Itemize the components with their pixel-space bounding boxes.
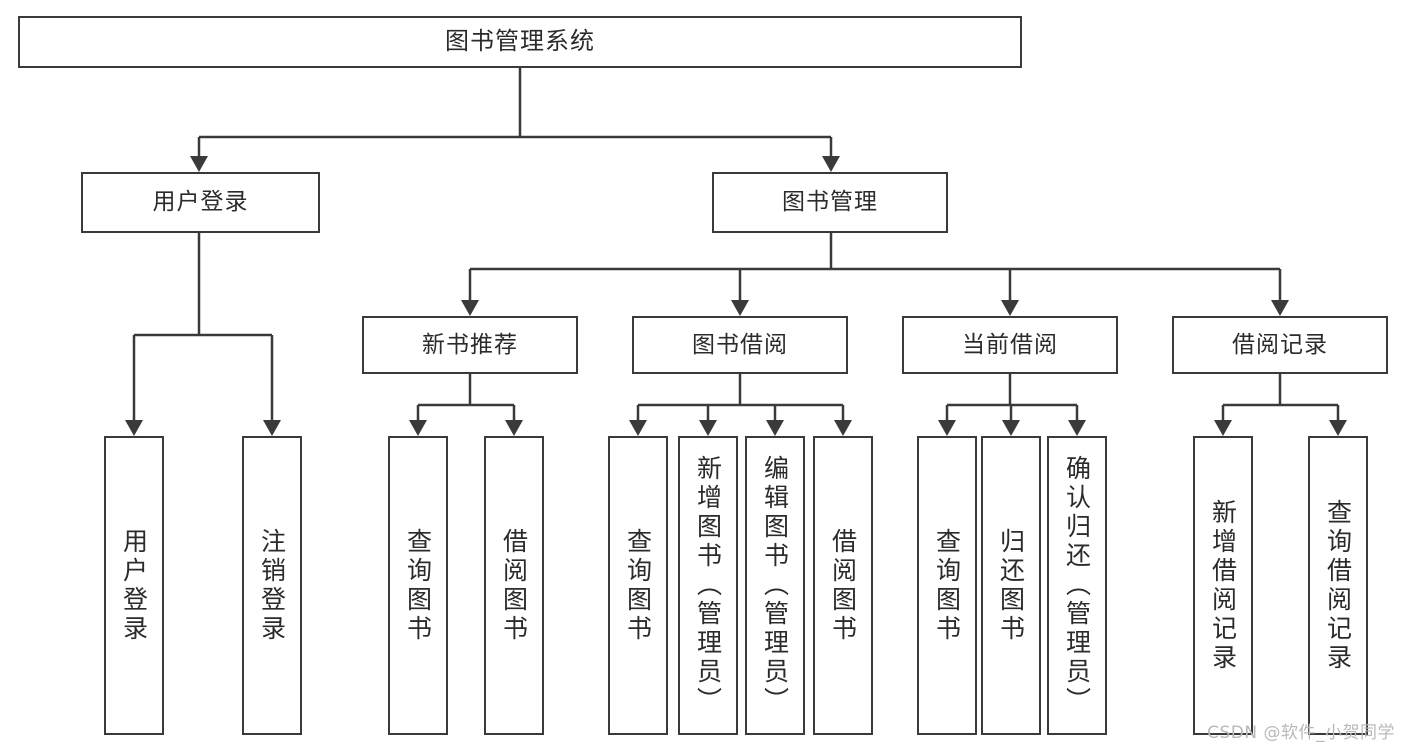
node-leaf-query-book-1-label: 查询图书 [403,527,433,644]
arrowhead-new-book-recommend [461,300,479,316]
arrowhead-current-borrow [1001,300,1019,316]
node-leaf-add-book-label: 新增图书（管理员） [693,455,723,716]
node-leaf-user-login[interactable]: 用户登录 [104,436,164,735]
node-book-borrow-label: 图书借阅 [692,331,788,358]
node-leaf-query-book-1[interactable]: 查询图书 [388,436,448,735]
arrowhead-book-borrow [731,300,749,316]
node-leaf-query-book-3[interactable]: 查询图书 [917,436,977,735]
arrowhead-query-book-2 [629,420,647,436]
node-leaf-add-book[interactable]: 新增图书（管理员） [678,436,738,735]
node-current-borrow[interactable]: 当前借阅 [902,316,1118,374]
arrowhead-borrow-book-2 [834,420,852,436]
node-leaf-confirm-return[interactable]: 确认归还（管理员） [1047,436,1107,735]
node-leaf-borrow-book-2-label: 借阅图书 [828,527,858,644]
arrowhead-query-record [1329,420,1347,436]
arrowhead-borrow-book-1 [505,420,523,436]
node-leaf-confirm-return-label: 确认归还（管理员） [1062,455,1092,716]
node-borrow-record[interactable]: 借阅记录 [1172,316,1388,374]
node-leaf-borrow-book-2[interactable]: 借阅图书 [813,436,873,735]
node-leaf-edit-book[interactable]: 编辑图书（管理员） [745,436,805,735]
arrowhead-borrow-record [1271,300,1289,316]
arrowhead-add-record [1214,420,1232,436]
node-leaf-borrow-book-1[interactable]: 借阅图书 [484,436,544,735]
arrowhead-return-book [1002,420,1020,436]
node-root-label: 图书管理系统 [445,27,595,56]
node-book-manage-label: 图书管理 [782,189,878,216]
node-leaf-return-book-label: 归还图书 [996,527,1026,644]
arrowhead-user-login [190,156,208,172]
arrowhead-leaf-logout [263,420,281,436]
node-user-login[interactable]: 用户登录 [81,172,320,233]
node-leaf-logout[interactable]: 注销登录 [242,436,302,735]
node-leaf-add-record[interactable]: 新增借阅记录 [1193,436,1253,735]
node-leaf-edit-book-label: 编辑图书（管理员） [760,455,790,716]
arrowhead-confirm-return [1068,420,1086,436]
arrowhead-add-book [699,420,717,436]
node-new-book-recommend-label: 新书推荐 [422,331,518,358]
node-book-manage[interactable]: 图书管理 [712,172,948,233]
node-leaf-user-login-label: 用户登录 [119,527,149,644]
node-leaf-query-record[interactable]: 查询借阅记录 [1308,436,1368,735]
node-leaf-borrow-book-1-label: 借阅图书 [499,527,529,644]
arrowhead-book-manage [822,156,840,172]
node-user-login-label: 用户登录 [152,189,249,216]
arrowhead-query-book-3 [938,420,956,436]
node-new-book-recommend[interactable]: 新书推荐 [362,316,578,374]
node-current-borrow-label: 当前借阅 [962,331,1058,358]
arrowhead-leaf-user-login [125,420,143,436]
node-root[interactable]: 图书管理系统 [18,16,1022,68]
node-leaf-query-record-label: 查询借阅记录 [1323,498,1353,673]
node-leaf-return-book[interactable]: 归还图书 [981,436,1041,735]
node-leaf-query-book-2-label: 查询图书 [623,527,653,644]
node-leaf-add-record-label: 新增借阅记录 [1208,498,1238,673]
arrowhead-edit-book [766,420,784,436]
node-borrow-record-label: 借阅记录 [1232,331,1328,358]
node-leaf-logout-label: 注销登录 [257,527,287,644]
arrowhead-query-book-1 [409,420,427,436]
node-book-borrow[interactable]: 图书借阅 [632,316,848,374]
node-leaf-query-book-2[interactable]: 查询图书 [608,436,668,735]
node-leaf-query-book-3-label: 查询图书 [932,527,962,644]
